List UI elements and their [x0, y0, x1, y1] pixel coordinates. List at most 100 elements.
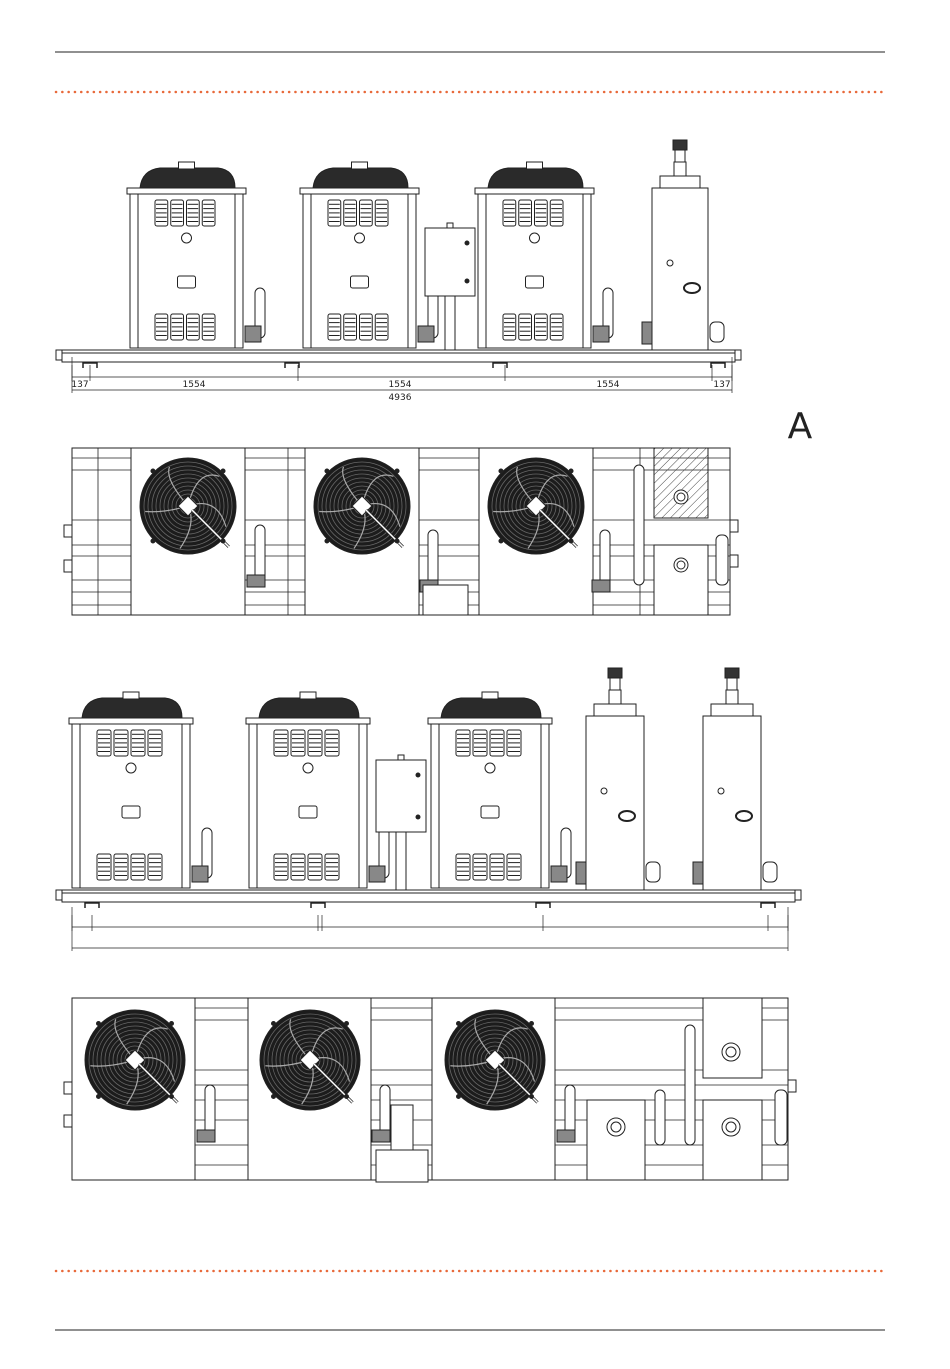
fan-guard-ring [491, 461, 581, 551]
fan-guard-ring [108, 1033, 162, 1087]
control-box-top [375, 1149, 429, 1183]
dim-left-offset: 137 [71, 380, 88, 390]
support-foot [284, 362, 300, 368]
control-box [375, 754, 427, 891]
frame-bracket [787, 1079, 797, 1093]
valve-assembly [191, 865, 209, 883]
tank-port-inner [725, 1046, 737, 1058]
fan-guard-ring [329, 473, 395, 539]
tank-outlet [618, 810, 636, 822]
tank-outlet [735, 810, 753, 822]
tank-body [585, 715, 645, 891]
condensing-unit-front [126, 161, 266, 349]
tank-top [702, 997, 763, 1079]
fan-guard-ring [345, 489, 379, 523]
dim-total: 4936 [389, 393, 412, 403]
fan-mount [568, 468, 574, 474]
control-box [424, 222, 476, 351]
dim-span-1: 1554 [183, 380, 206, 390]
top-cover [68, 717, 194, 725]
fan-mount [456, 1094, 461, 1099]
fan-mount [498, 538, 504, 544]
vent-cap [724, 667, 740, 679]
fan-guard-ring [341, 485, 383, 527]
fan-guard-ring [175, 493, 201, 519]
gauge-port [354, 232, 365, 244]
fan-mount [344, 1094, 349, 1099]
fan-mount [169, 1021, 174, 1026]
dim-right-offset: 137 [713, 380, 730, 390]
top-cover [245, 717, 371, 725]
tank-top-hatched [653, 447, 709, 519]
support-foot [760, 902, 776, 908]
tank-top [653, 544, 709, 616]
fan-mount [150, 468, 156, 474]
fan-guard-ring [456, 1021, 534, 1099]
valve-assembly [246, 574, 266, 588]
valve-assembly [244, 325, 262, 343]
dim-span-2: 1554 [389, 380, 412, 390]
fan-guard-ring [317, 461, 407, 551]
valve-assembly [196, 1129, 216, 1143]
top-cover [299, 187, 420, 195]
fan-guard-ring [325, 469, 399, 543]
fan-guard-ring [116, 1041, 154, 1079]
tank-top [586, 1099, 646, 1181]
receiver-tank-front [692, 667, 778, 891]
front-view-3-units-2-tanks [55, 667, 802, 951]
fan-guard-ring [271, 1021, 349, 1099]
fan-guard-ring [171, 489, 205, 523]
tank-body [702, 715, 762, 891]
fan-mount [568, 538, 574, 544]
rail-end-cap [794, 889, 802, 901]
fan-guard-ring [143, 461, 233, 551]
control-box-screw [464, 278, 470, 284]
tank-pipe [762, 861, 778, 883]
tank-outlet [683, 282, 701, 294]
fan-guard-ring [503, 473, 569, 539]
fan-mount [324, 468, 330, 474]
vent-pipe [673, 161, 687, 177]
fan-guard-ring [275, 1025, 345, 1095]
fan-guard-ring [100, 1025, 170, 1095]
pipe-riser [204, 1084, 216, 1136]
valve-assembly [371, 1129, 391, 1143]
hood-cap [122, 691, 140, 700]
fan-hood [487, 167, 584, 189]
fan-hood [312, 167, 409, 189]
frame-bracket [729, 554, 739, 568]
top-view-3-units [63, 447, 739, 616]
handle [121, 805, 141, 819]
pipe-riser [427, 529, 439, 586]
tank-collar [710, 703, 754, 717]
condensing-unit-front [68, 691, 213, 889]
gauge-port [302, 762, 314, 774]
fan-guard-ring [151, 469, 225, 543]
fan-mount [220, 468, 226, 474]
tank-collar [593, 703, 637, 717]
fan-mount [169, 1094, 174, 1099]
tank-valve [641, 321, 653, 345]
frame-bracket [729, 519, 739, 533]
valve-assembly [556, 1129, 576, 1143]
fan-guard-ring [120, 1045, 150, 1075]
fan-mount [529, 1094, 534, 1099]
view-label: A [788, 406, 813, 447]
fan-guard-ring [291, 1041, 329, 1079]
front-view-3-units [55, 139, 742, 393]
pipe-riser [599, 529, 611, 586]
vent-pipe [725, 689, 739, 705]
tank-pipe [645, 861, 661, 883]
valve-assembly [591, 579, 611, 593]
tank-port-inner [676, 492, 686, 502]
tank-pipe [709, 321, 725, 343]
fan-mount [150, 538, 156, 544]
valve-assembly [368, 865, 386, 883]
fan-grille [313, 457, 411, 555]
control-box-post [395, 831, 407, 891]
gauge-port [529, 232, 540, 244]
vent-body [726, 677, 738, 691]
fan-guard-ring [147, 465, 229, 547]
valve-assembly [592, 325, 610, 343]
control-box-body [375, 759, 427, 833]
